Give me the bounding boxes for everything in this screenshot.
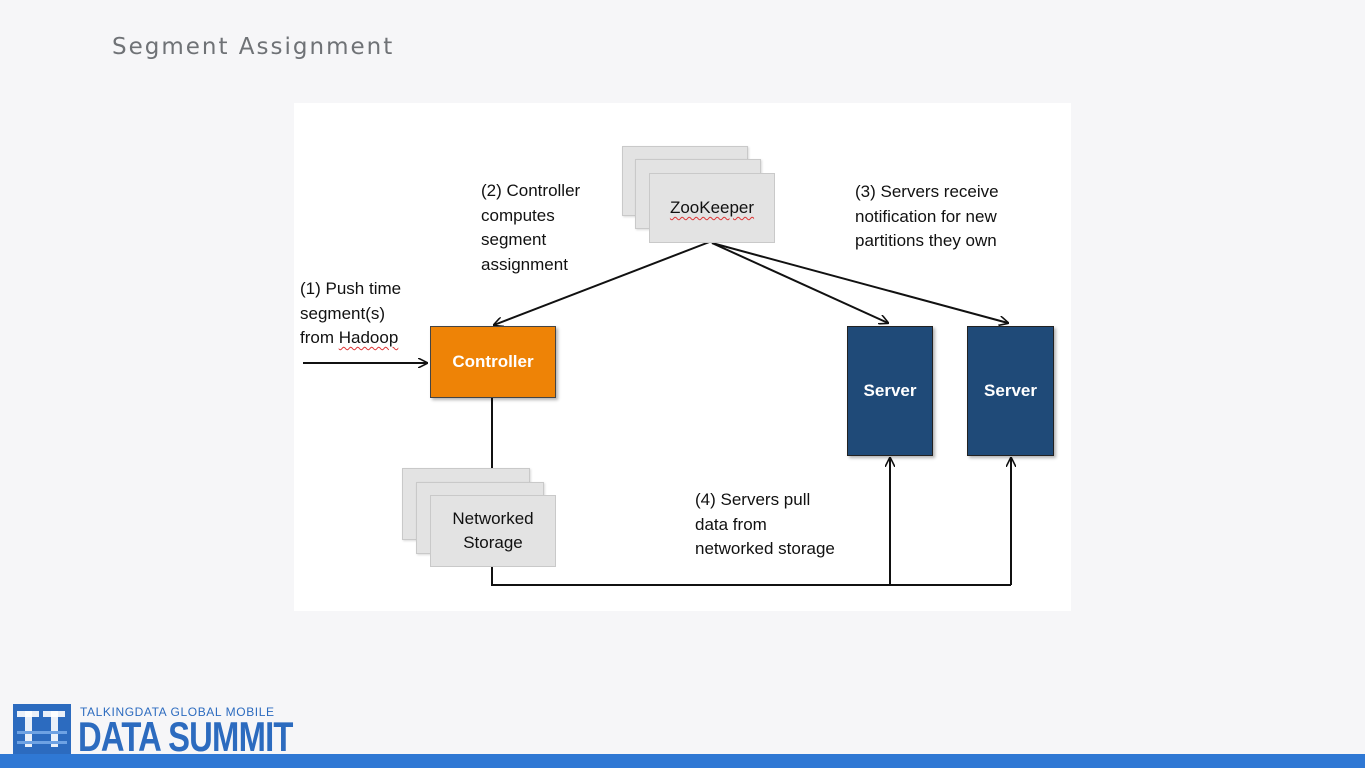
zookeeper-label: ZooKeeper (669, 198, 755, 217)
hadoop-word: Hadoop (338, 328, 399, 347)
step4-note: (4) Servers pull data from networked sto… (695, 490, 835, 558)
segment-assignment-diagram: ZooKeeper Controller Server Server Netwo… (294, 103, 1071, 611)
logo-title: DATA SUMMIT (78, 713, 293, 760)
step1-text: (1) Push time segment(s) from (300, 279, 402, 347)
slide-title: Segment Assignment (112, 34, 395, 60)
data-summit-logo (13, 704, 71, 754)
step3-note: (3) Servers receive notification for new… (855, 182, 999, 250)
step2-note: (2) Controller computes segment assignme… (481, 181, 581, 274)
networked-storage-node: Networked Storage (430, 495, 556, 567)
zookeeper-node: ZooKeeper (649, 173, 775, 243)
zookeeper-server2-arrow (711, 242, 1008, 323)
logo-subtitle: TALKINGDATA GLOBAL MOBILE (80, 705, 275, 719)
controller-node: Controller (430, 326, 556, 398)
step1-note: (1) Push time segment(s) from Hadoop (300, 277, 401, 351)
bottom-accent-bar (0, 754, 1365, 768)
server-node-2: Server (967, 326, 1054, 456)
storage-bus-line (491, 567, 1011, 586)
zookeeper-server1-arrow (711, 242, 888, 323)
zookeeper-controller-arrow (494, 241, 712, 325)
server-node-1: Server (847, 326, 933, 456)
diagram-connectors (303, 103, 1071, 586)
